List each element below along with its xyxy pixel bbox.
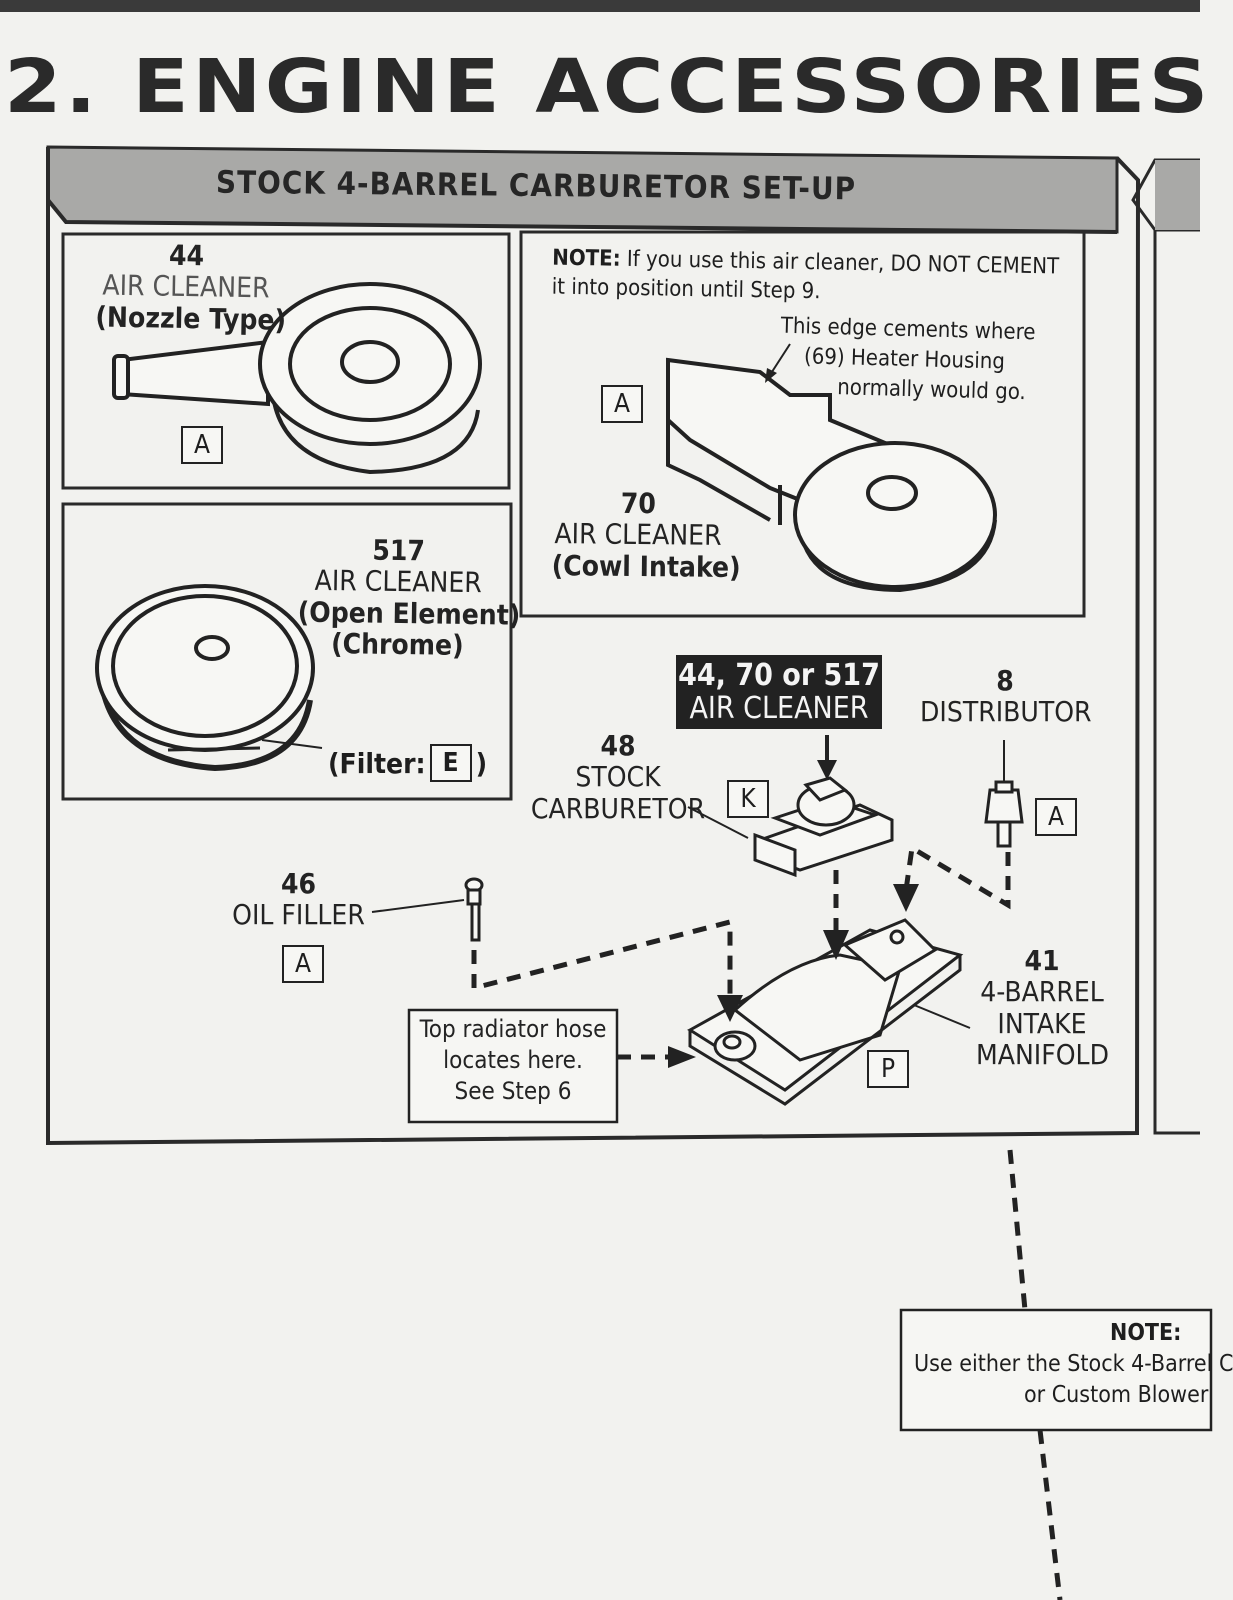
- distributor-drawing: [984, 780, 1024, 848]
- panel-frame: [46, 147, 1141, 1146]
- cowl-note: NOTE: If you use this air cleaner, DO NO…: [552, 244, 1060, 311]
- air-cleaner-44-label: 44 AIR CLEANER (Nozzle Type): [95, 238, 287, 337]
- hose-line: Top radiator hose: [419, 1015, 607, 1043]
- solid-arrows: [817, 735, 837, 780]
- top-rule: [0, 0, 1200, 12]
- choice-line: AIR CLEANER: [689, 691, 869, 726]
- carburetor-label: 48 STOCK CARBURETOR: [528, 730, 708, 824]
- note-bold: NOTE:: [1110, 1320, 1182, 1346]
- arrowheads: [668, 884, 919, 1068]
- air-cleaner-44-drawing: [112, 282, 482, 475]
- air-cleaner-choice-label: 44, 70 or 517 AIR CLEANER: [676, 655, 882, 729]
- edge-note: This edge cements where (69) Heater Hous…: [779, 312, 1036, 408]
- air-cleaner-70-drawing: [666, 357, 997, 593]
- part-name: MANIFOLD: [976, 1038, 1109, 1072]
- step-title: 2. ENGINE ACCESSORIES: [4, 44, 1212, 130]
- intake-manifold-drawing: [687, 918, 964, 1106]
- part-name: OIL FILLER: [232, 898, 365, 932]
- diagram-linework: [46, 145, 1213, 1600]
- filter-label: (Filter:: [328, 746, 426, 780]
- hose-line: locates here.: [443, 1046, 583, 1075]
- air-cleaner-517-label: 517 AIR CLEANER (Open Element) (Chrome): [297, 533, 521, 662]
- part-name: AIR CLEANER: [314, 564, 483, 600]
- part-number: 8: [996, 664, 1014, 697]
- part-letter-badge: E: [429, 744, 472, 782]
- bottom-note-frame: [899, 1308, 1213, 1432]
- bottom-note: NOTE: Use either the Stock 4-Barrel C or…: [914, 1318, 1233, 1411]
- panel-heading: STOCK 4-BARREL CARBURETOR SET-UP: [215, 164, 857, 208]
- next-panel-edge: [1131, 158, 1200, 1135]
- note-line: or Custom Blower: [1024, 1382, 1209, 1409]
- part-number: 517: [372, 533, 426, 568]
- intake-manifold-label: 41 4-BARREL INTAKE MANIFOLD: [976, 944, 1109, 1072]
- box-70-frame: [519, 230, 1086, 618]
- part-letter-badge: A: [601, 385, 643, 423]
- part-letter-badge: K: [727, 780, 769, 818]
- box-517-frame: [61, 502, 513, 801]
- box-44-frame: [61, 232, 511, 490]
- part-type: (Nozzle Type): [95, 300, 287, 337]
- choice-line: 44, 70 or 517: [678, 658, 880, 693]
- part-name: AIR CLEANER: [554, 517, 722, 553]
- part-name: AIR CLEANER: [102, 268, 270, 305]
- part-number: 44: [168, 238, 205, 273]
- part-number: 70: [620, 486, 657, 521]
- part-number: 41: [1024, 944, 1060, 977]
- part-finish: (Chrome): [330, 627, 464, 662]
- dashed-assembly-lines: [471, 843, 1063, 1600]
- filter-close: ): [475, 746, 488, 780]
- part-number: 48: [600, 729, 636, 762]
- part-type: (Cowl Intake): [551, 548, 741, 584]
- part-letter-badge: A: [181, 426, 223, 464]
- distributor-label: 8 DISTRIBUTOR: [920, 664, 1092, 729]
- part-type: (Open Element): [297, 595, 521, 632]
- part-name: DISTRIBUTOR: [920, 695, 1092, 729]
- part-letter-badge: A: [1035, 798, 1077, 836]
- oil-filler-drawing: [464, 877, 484, 942]
- part-name: INTAKE: [997, 1006, 1087, 1040]
- air-cleaner-70-label: 70 AIR CLEANER (Cowl Intake): [551, 486, 741, 584]
- oil-filler-label: 46 OIL FILLER: [226, 868, 371, 931]
- part-name: STOCK: [575, 760, 661, 794]
- part-letter-badge: A: [282, 945, 324, 983]
- note-bold: NOTE:: [552, 245, 621, 272]
- next-panel-header: [1155, 160, 1200, 230]
- filter-callout: (Filter: E ): [328, 744, 487, 782]
- hose-note: Top radiator hose locates here. See Step…: [409, 1014, 617, 1108]
- part-name: 4-BARREL: [980, 975, 1104, 1009]
- part-number: 46: [280, 867, 317, 900]
- part-letter-badge: P: [867, 1050, 909, 1088]
- air-cleaner-517-drawing: [95, 584, 315, 772]
- hose-line: See Step 6: [454, 1077, 572, 1106]
- part-name: CARBURETOR: [530, 791, 706, 825]
- hose-note-frame: [407, 1008, 619, 1124]
- carburetor-drawing: [753, 776, 894, 878]
- note-line: Use either the Stock 4-Barrel C: [914, 1351, 1233, 1378]
